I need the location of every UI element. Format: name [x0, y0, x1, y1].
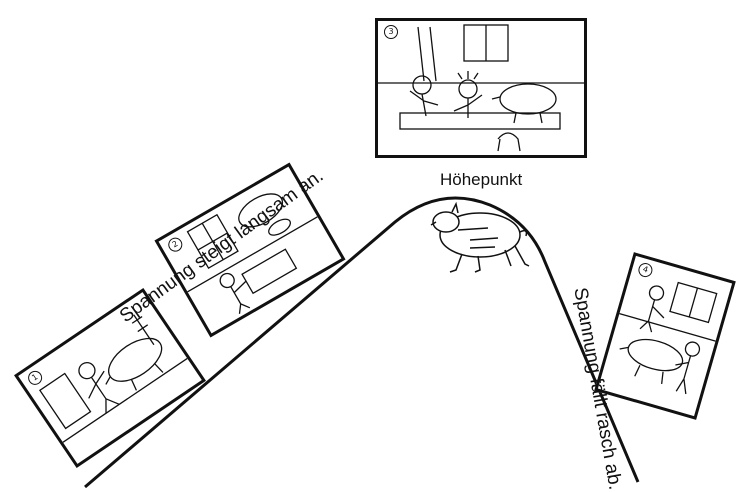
panel-2-illustration	[186, 193, 318, 314]
pig-drawing-peak	[430, 201, 530, 273]
panel-3-illustration	[378, 24, 584, 152]
label-climax: Höhepunkt	[440, 170, 523, 189]
comic-panel-2: 2	[154, 162, 346, 338]
panel-1-illustration	[38, 314, 188, 443]
comic-panel-4: 4	[594, 252, 736, 420]
panel-4-illustration	[619, 281, 718, 395]
panel-number-3: 3	[384, 25, 398, 39]
comic-panel-1: 1	[14, 287, 206, 469]
comic-panel-3: 3	[375, 18, 587, 158]
